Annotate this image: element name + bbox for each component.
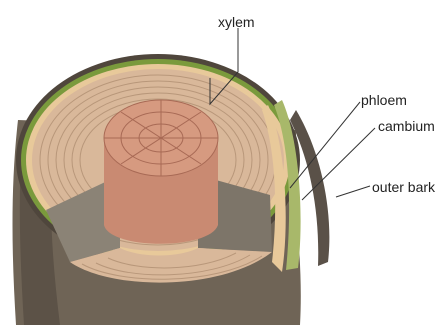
label-outer-bark: outer bark <box>372 179 435 195</box>
label-phloem: phloem <box>361 92 407 108</box>
label-cambium: cambium <box>378 118 435 134</box>
label-xylem: xylem <box>218 14 255 30</box>
